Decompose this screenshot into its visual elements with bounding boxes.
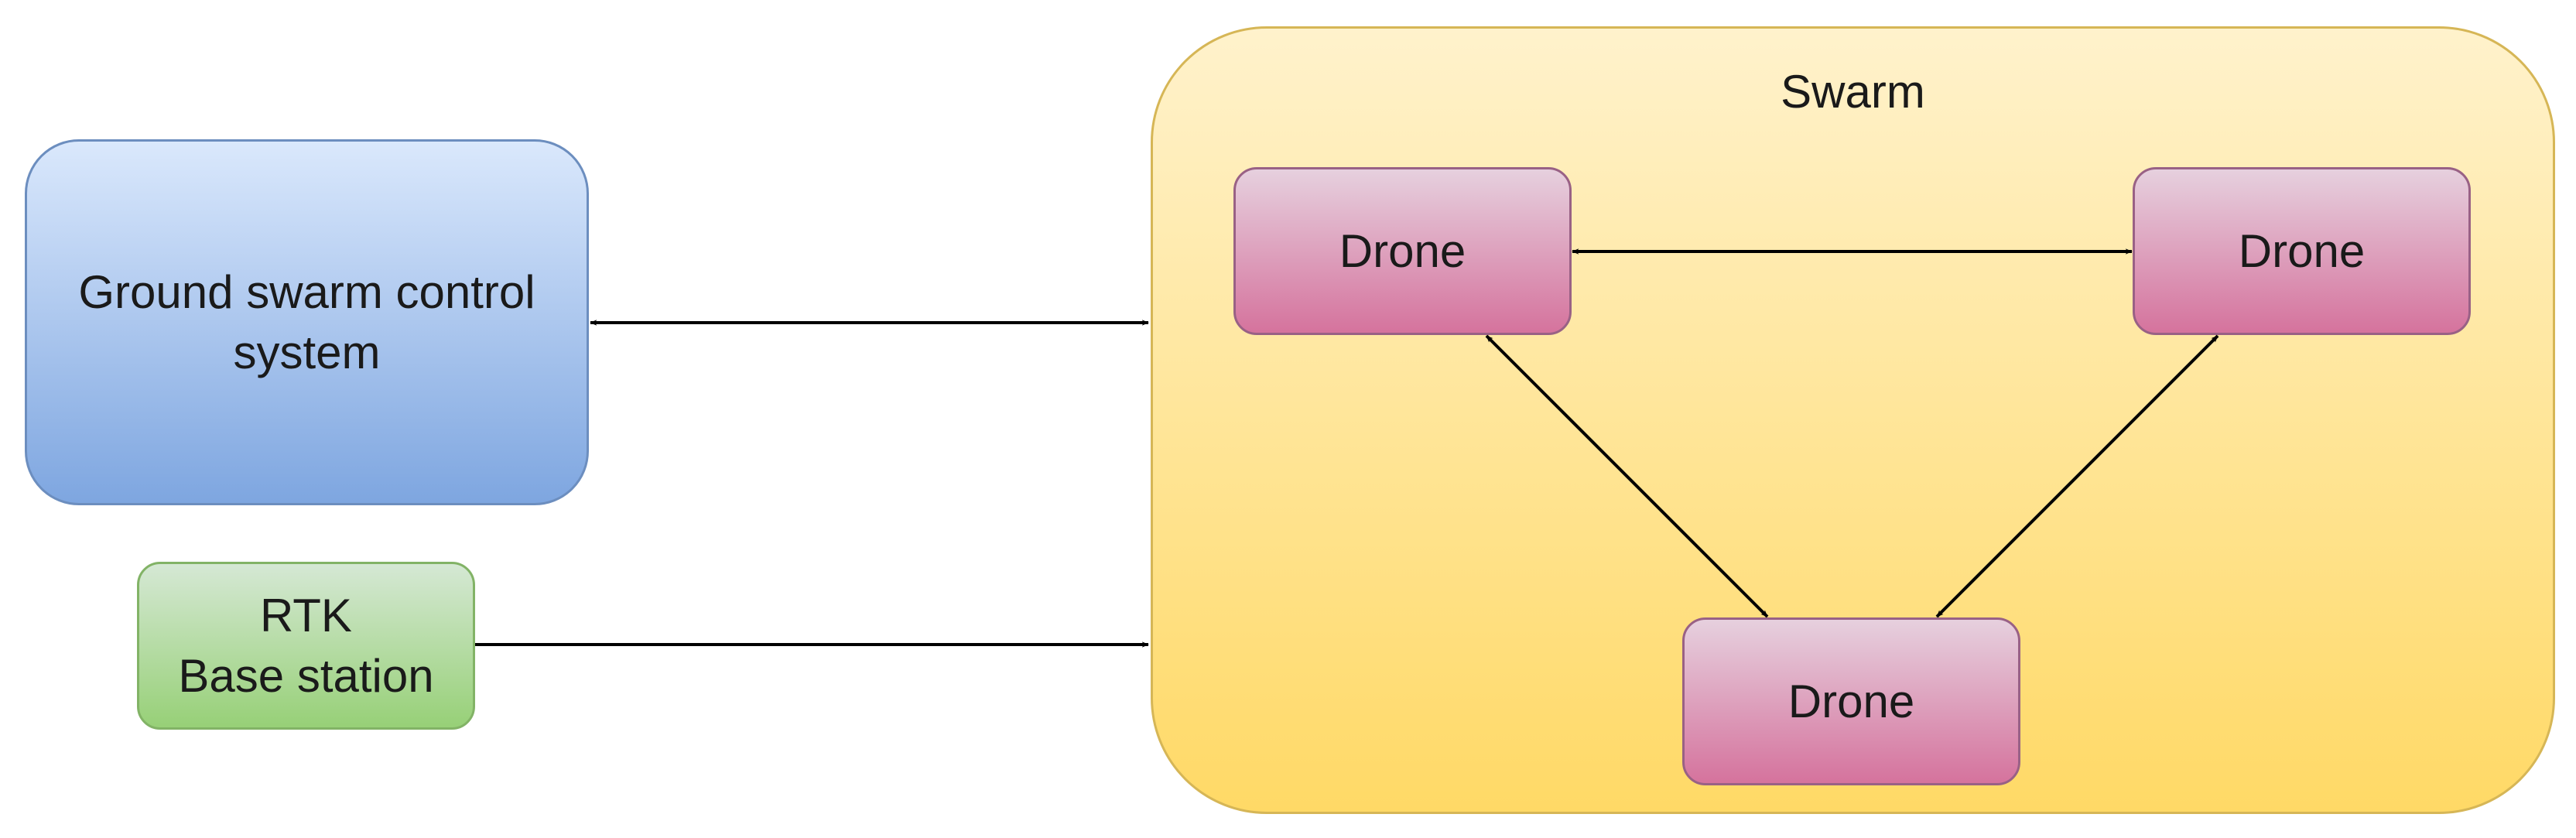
rtk-base-station-label: RTK Base station [178,589,434,702]
edge-drone-top-left-bottom [1485,334,1769,618]
swarm-title: Swarm [1781,66,1925,118]
drone-node-top-right: Drone [2133,167,2471,335]
rtk-base-station-node: RTK Base station [137,562,475,730]
drone-node-bottom: Drone [1682,617,2020,785]
ground-control-node: Ground swarm control system [25,139,589,505]
drone-label: Drone [2238,224,2366,277]
ground-control-label: Ground swarm control system [78,265,535,378]
drone-label: Drone [1787,675,1915,727]
drone-label: Drone [1339,224,1466,277]
drone-node-top-left: Drone [1233,167,1572,335]
edge-drone-top-right-bottom [1935,334,2219,618]
